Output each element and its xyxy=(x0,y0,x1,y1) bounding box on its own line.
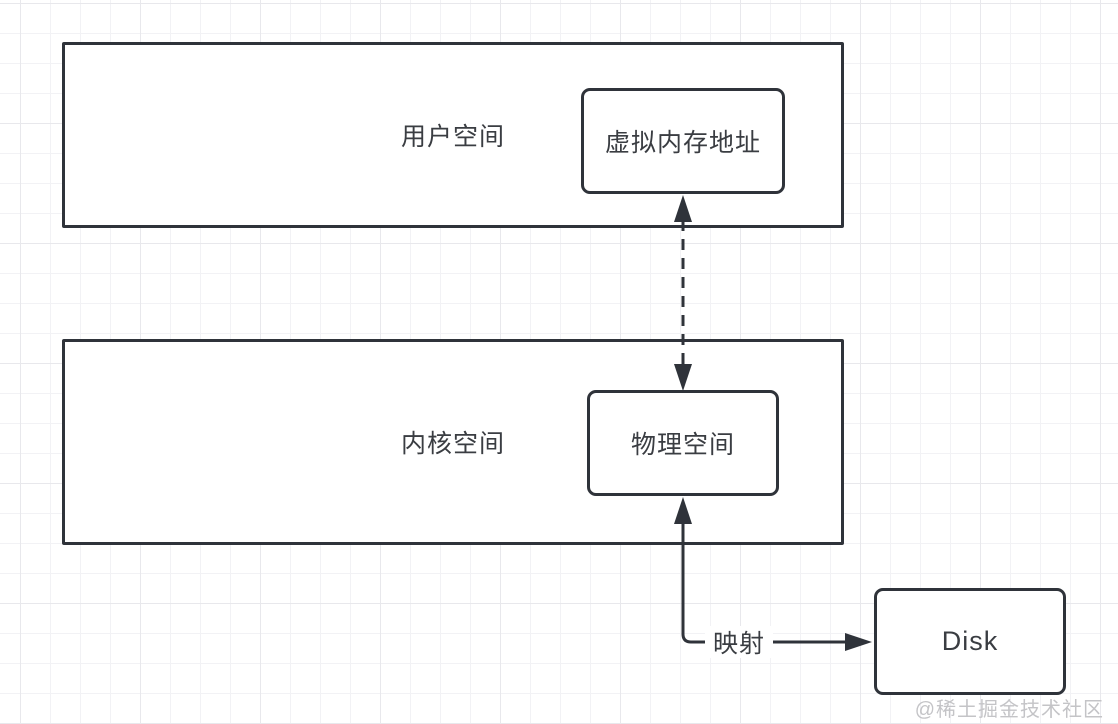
node-physical-space: 物理空间 xyxy=(587,390,779,496)
node-disk: Disk xyxy=(874,588,1066,695)
node-virtual-memory-address: 虚拟内存地址 xyxy=(581,88,785,194)
watermark: @稀土掘金技术社区 xyxy=(914,699,1104,721)
edge-label-mapping: 映射 xyxy=(705,626,773,658)
arrowhead-right-icon xyxy=(845,633,872,651)
node-physical-space-label: 物理空间 xyxy=(630,431,735,459)
node-user-space-label: 用户空间 xyxy=(400,123,505,151)
node-kernel-space-label: 内核空间 xyxy=(400,430,505,458)
node-disk-label: Disk xyxy=(941,626,999,656)
node-virtual-memory-address-label: 虚拟内存地址 xyxy=(604,129,761,157)
